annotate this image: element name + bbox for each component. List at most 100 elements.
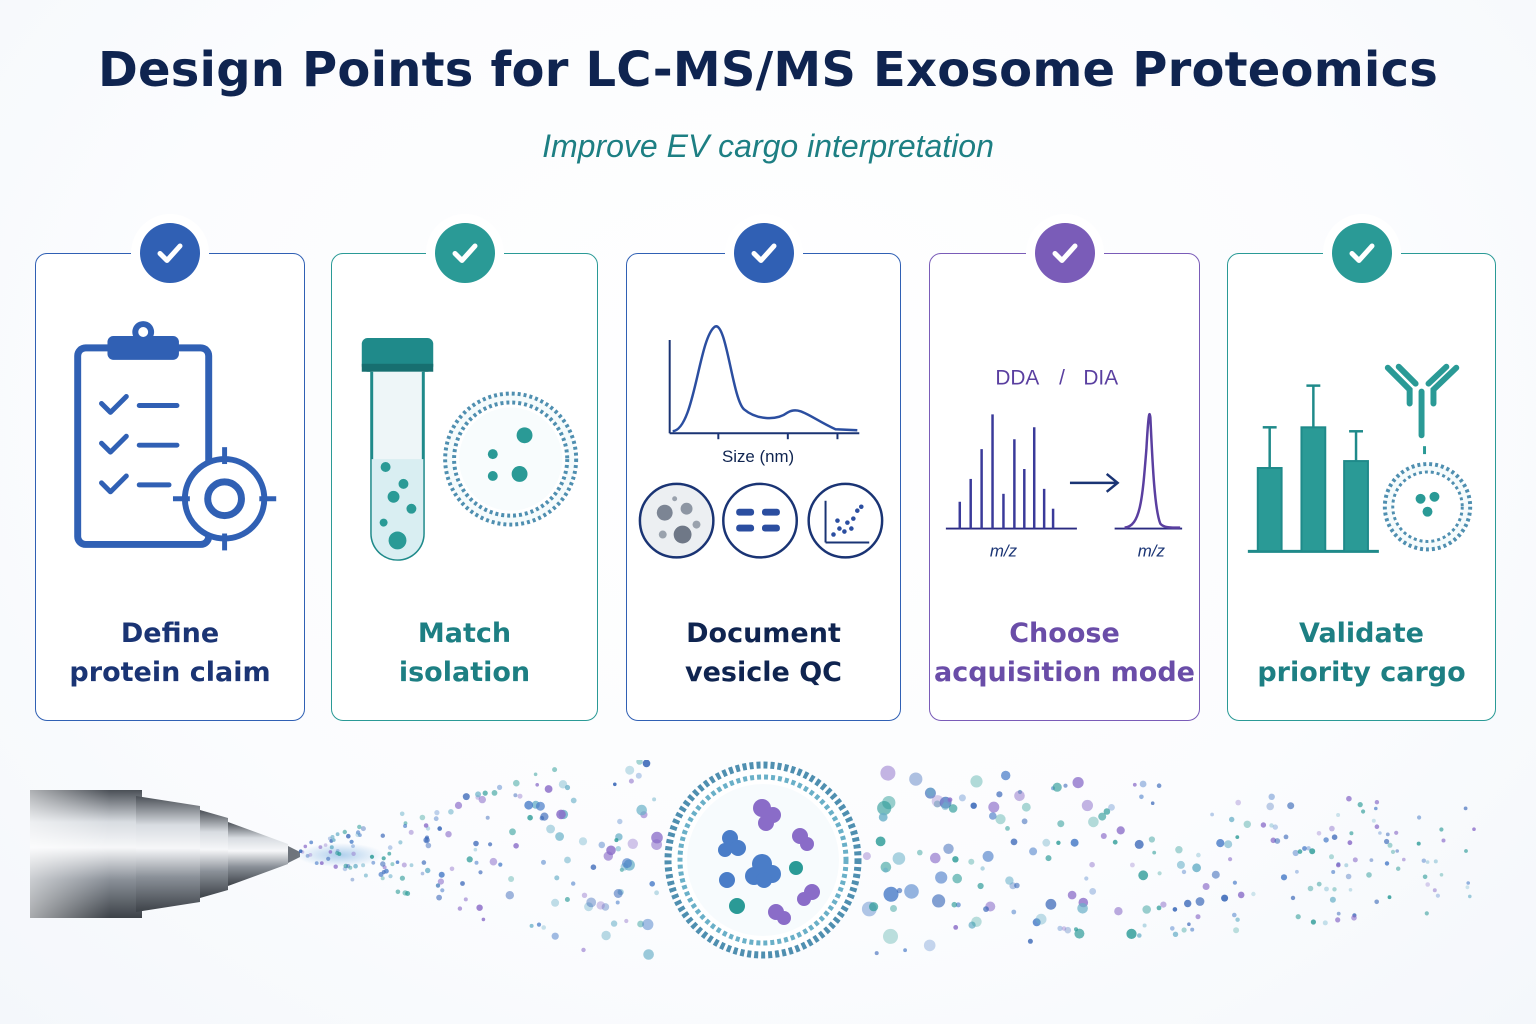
droplet	[1345, 873, 1352, 880]
card-choose-acquisition-mode: DDA / DIA m/z m/z Choose acquisition mod…	[929, 223, 1200, 721]
droplet	[1331, 870, 1336, 874]
droplet	[968, 858, 975, 865]
droplet	[380, 861, 386, 867]
droplet	[1077, 903, 1088, 914]
droplet	[1266, 802, 1274, 811]
droplet	[335, 850, 340, 856]
droplet	[333, 864, 338, 869]
droplet	[388, 874, 393, 879]
droplet	[544, 785, 553, 793]
droplet	[1283, 834, 1289, 840]
droplet	[590, 864, 597, 870]
card-label: Document vesicle QC	[685, 618, 842, 688]
droplet	[1064, 926, 1072, 934]
plot-xlabel: Size (nm)	[722, 447, 794, 466]
droplet	[1329, 825, 1335, 832]
droplet	[1302, 846, 1307, 851]
droplet	[349, 839, 354, 844]
droplet	[513, 843, 519, 849]
droplet	[1336, 911, 1341, 916]
droplet	[1349, 831, 1354, 836]
droplet	[1157, 871, 1162, 876]
droplet	[1424, 911, 1429, 916]
droplet	[1112, 839, 1118, 845]
droplet	[308, 853, 313, 857]
droplet	[1045, 898, 1057, 910]
droplet	[497, 784, 503, 790]
antibody-icon	[1384, 363, 1460, 439]
droplet	[1032, 918, 1041, 927]
droplet	[1374, 824, 1380, 829]
droplet	[1344, 863, 1349, 868]
droplet	[1432, 888, 1437, 893]
droplet	[1139, 794, 1144, 800]
droplet	[1061, 926, 1067, 931]
droplet	[1070, 838, 1079, 847]
droplet	[408, 829, 414, 835]
droplet	[862, 852, 871, 861]
droplet	[346, 833, 351, 839]
droplet	[401, 862, 407, 868]
droplet	[1357, 802, 1363, 808]
droplet	[1433, 859, 1438, 864]
droplet	[355, 832, 361, 838]
droplet	[1184, 899, 1192, 908]
droplet	[932, 894, 946, 908]
droplet	[958, 794, 966, 802]
droplet	[1195, 914, 1201, 920]
droplet	[1292, 849, 1299, 857]
droplet	[983, 906, 989, 912]
droplet	[517, 793, 523, 799]
droplet	[466, 856, 473, 863]
droplet	[437, 878, 444, 885]
droplet	[1001, 770, 1011, 781]
droplet	[1170, 926, 1175, 931]
droplet	[1210, 812, 1214, 817]
mode-separator: /	[1059, 367, 1065, 390]
droplet	[1346, 795, 1352, 802]
droplet	[343, 863, 349, 869]
droplet	[1192, 863, 1201, 873]
droplet	[651, 831, 663, 844]
droplet	[1472, 827, 1476, 831]
droplet	[1108, 804, 1115, 811]
droplet	[1329, 854, 1334, 860]
droplet	[355, 830, 361, 835]
droplet	[395, 860, 400, 864]
droplet	[1394, 830, 1399, 835]
droplet	[437, 826, 443, 831]
droplet	[622, 858, 632, 869]
droplet	[1384, 861, 1390, 866]
droplet	[1366, 872, 1372, 878]
droplet	[433, 816, 439, 822]
droplet	[989, 812, 997, 820]
droplet	[474, 860, 479, 865]
droplet	[1280, 874, 1288, 881]
droplet	[1021, 818, 1028, 825]
droplet	[491, 790, 498, 796]
droplet	[1011, 909, 1017, 915]
droplet	[1235, 799, 1241, 806]
droplet	[1384, 838, 1390, 845]
droplet	[1329, 896, 1336, 903]
droplet	[445, 831, 452, 838]
droplet	[449, 866, 455, 872]
droplet	[476, 904, 483, 911]
droplet	[564, 784, 571, 791]
droplet	[1336, 813, 1341, 817]
droplet	[642, 760, 651, 768]
card-label: Validate priority cargo	[1257, 618, 1466, 688]
droplet	[319, 861, 324, 865]
droplet	[924, 787, 936, 799]
droplet	[387, 851, 392, 856]
droplet	[649, 881, 655, 887]
droplet	[624, 918, 629, 924]
droplet	[610, 920, 618, 927]
droplet	[509, 828, 516, 836]
droplet	[1336, 862, 1341, 868]
droplet	[564, 897, 570, 902]
droplet	[1441, 838, 1446, 843]
card-document-vesicle-qc: Size (nm) Document vesicle QC	[626, 223, 901, 721]
droplet	[628, 778, 634, 784]
droplet	[1116, 826, 1125, 835]
